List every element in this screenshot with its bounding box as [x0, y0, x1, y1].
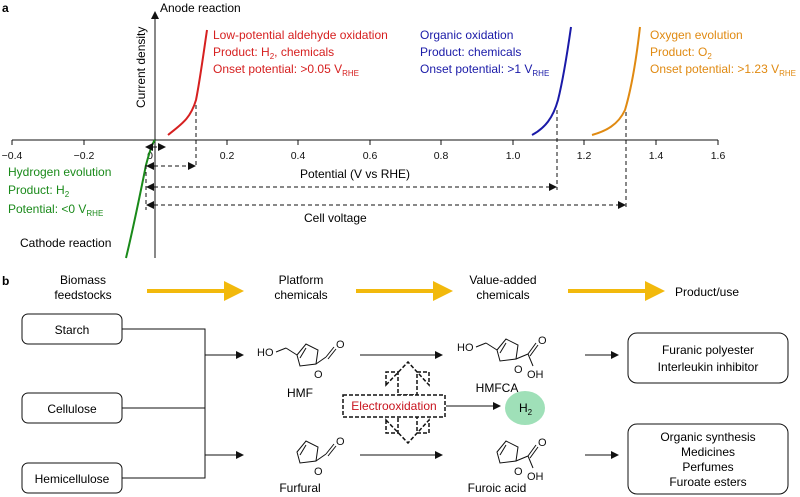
organic-onset: Onset potential: >1 VRHE — [420, 62, 549, 78]
hmf-structure — [275, 343, 337, 367]
stage-biomass-line1: Biomass — [60, 273, 106, 287]
hydrogen-potential: Potential: <0 VRHE — [8, 202, 103, 218]
product-furanic-polyester: Furanic polyester — [662, 343, 754, 357]
stage-biomass-line2: feedstocks — [54, 288, 111, 302]
oxygen-title: Oxygen evolution — [650, 28, 743, 42]
furfural-structure — [296, 440, 337, 464]
aldehyde-product: Product: H2, chemicals — [213, 45, 334, 61]
hmf-aldehyde-o: O — [336, 339, 345, 351]
hmf-ho-label: HO — [257, 347, 274, 359]
x-tick-label: 0.6 — [363, 150, 378, 162]
hmfca-label: HMFCA — [476, 381, 519, 395]
furoic-oh-label: OH — [527, 471, 544, 483]
stage-product-label: Product/use — [675, 285, 739, 299]
product-interleukin-inhibitor: Interleukin inhibitor — [658, 360, 759, 374]
y-axis-top-label: Anode reaction — [160, 1, 241, 15]
hmfca-carbonyl-o: O — [538, 335, 547, 347]
feedstock-connectors — [122, 328, 244, 479]
hmfca-oh-label: OH — [527, 369, 544, 381]
h2-label: H2 — [519, 401, 533, 417]
x-axis-label: Potential (V vs RHE) — [300, 167, 410, 181]
oxygen-product: Product: O2 — [650, 45, 712, 61]
x-tick-label: 0.8 — [434, 150, 449, 162]
organic-product: Product: chemicals — [420, 45, 521, 59]
aldehyde-title: Low-potential aldehyde oxidation — [213, 28, 388, 42]
organic-oxidation-curve — [531, 26, 572, 136]
furfural-aldehyde-o: O — [336, 436, 345, 448]
x-tick-label: 1.2 — [577, 150, 592, 162]
oxygen-evolution-curve — [591, 26, 641, 136]
electrooxidation-label: Electrooxidation — [351, 399, 436, 413]
organic-title: Organic oxidation — [420, 28, 513, 42]
aldehyde-oxidation-curve — [167, 29, 208, 136]
aldehyde-onset: Onset potential: >0.05 VRHE — [213, 62, 359, 78]
hmfca-ring-o: O — [514, 364, 523, 376]
furoic-acid-structure — [496, 440, 539, 469]
hmfca-ho-label: HO — [457, 342, 474, 354]
x-tick-label: 0 — [147, 150, 153, 162]
starch-label: Starch — [55, 323, 90, 337]
furoic-ring-o: O — [514, 466, 523, 478]
hmfca-structure — [475, 338, 539, 367]
x-axis-ticks — [11, 140, 719, 145]
bottom-products-box — [627, 423, 789, 495]
hmf-label: HMF — [287, 386, 313, 400]
x-tick-label: 1.4 — [649, 150, 664, 162]
hemicellulose-label: Hemicellulose — [35, 472, 110, 486]
panel-a-label: a — [2, 1, 9, 15]
hmf-ring-o: O — [314, 369, 323, 381]
stage-platform-line2: chemicals — [274, 288, 327, 302]
hydrogen-title: Hydrogen evolution — [8, 165, 111, 179]
furfural-ring-o: O — [314, 466, 323, 478]
h2-bubble — [505, 391, 545, 425]
panel-b-label: b — [2, 274, 9, 288]
aldehyde-annotation: Low-potential aldehyde oxidation Product… — [213, 28, 388, 78]
x-tick-label: 0.2 — [220, 150, 235, 162]
product-medicines: Medicines — [681, 445, 735, 459]
product-organic-synthesis: Organic synthesis — [660, 430, 755, 444]
stage-value-line1: Value-added — [469, 273, 536, 287]
x-tick-label: 1.0 — [506, 150, 521, 162]
furoic-acid-label: Furoic acid — [468, 481, 527, 495]
x-tick-label: 1.6 — [711, 150, 726, 162]
x-tick-label: −0.2 — [74, 150, 95, 162]
x-tick-label: 0.4 — [291, 150, 306, 162]
cell-voltage-label: Cell voltage — [304, 211, 367, 225]
stage-value-line2: chemicals — [476, 288, 529, 302]
x-tick-label: −0.4 — [2, 150, 23, 162]
product-perfumes: Perfumes — [682, 460, 733, 474]
cathode-label: Cathode reaction — [20, 236, 111, 250]
y-axis-label: Current density — [134, 27, 148, 108]
top-products-box — [627, 332, 789, 384]
oxygen-onset: Onset potential: >1.23 VRHE — [650, 62, 796, 78]
stage-arrows — [147, 281, 665, 301]
product-furoate-esters: Furoate esters — [669, 475, 746, 489]
hydrogen-product: Product: H2 — [8, 183, 70, 199]
furfural-label: Furfural — [279, 481, 320, 495]
stage-platform-line1: Platform — [279, 273, 324, 287]
furoic-carbonyl-o: O — [538, 437, 547, 449]
cellulose-label: Cellulose — [47, 402, 97, 416]
electrooxidation-symbol — [385, 360, 430, 445]
electrooxidation-box — [342, 394, 446, 418]
